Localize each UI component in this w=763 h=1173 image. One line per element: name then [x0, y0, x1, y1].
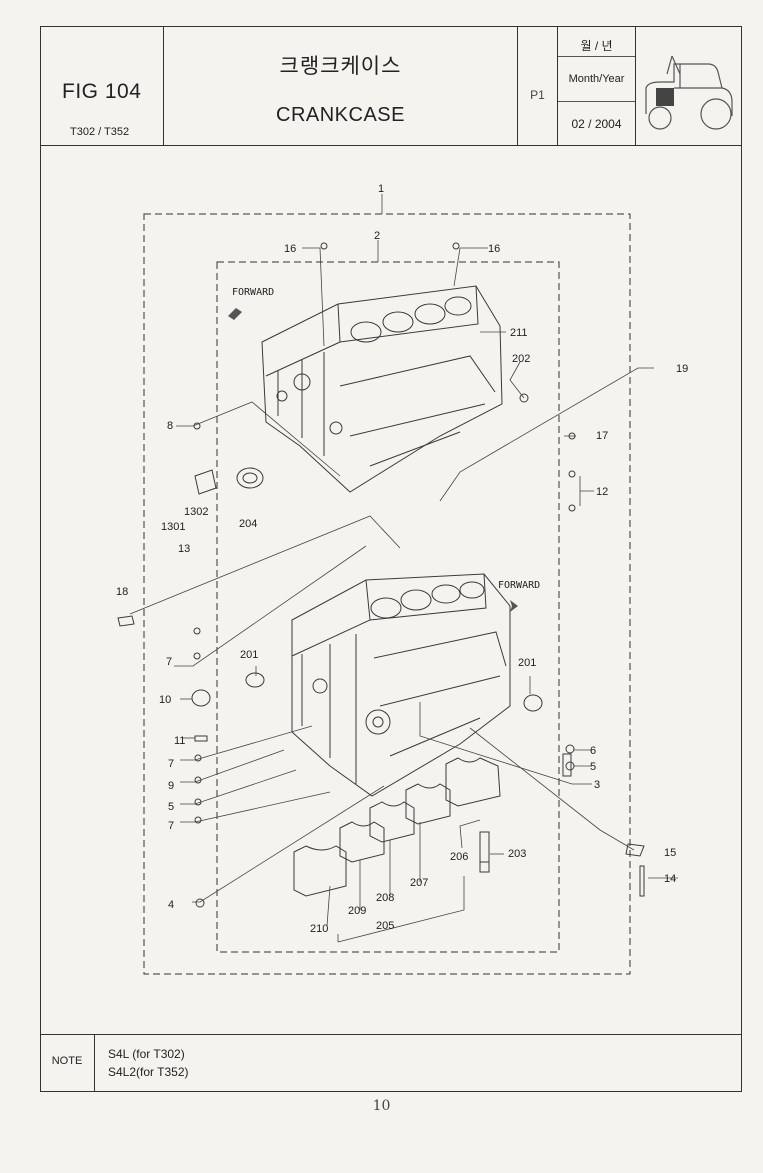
- callout: 15: [664, 847, 676, 859]
- callout: 206: [450, 851, 468, 863]
- sheet-page: P1: [530, 88, 545, 102]
- callout: 1301: [161, 521, 185, 533]
- page-frame: [40, 26, 742, 1092]
- callout: 2: [374, 230, 380, 242]
- bearing-caps: [293, 757, 501, 897]
- part-callouts: 1 2 16 16 211 202 19 8 17 12 1302 1301 1…: [116, 183, 688, 935]
- callout: 205: [376, 920, 394, 932]
- callout: 208: [376, 892, 394, 904]
- lower-crankcase-block: [291, 573, 511, 797]
- svg-text:FORWARD: FORWARD: [498, 580, 540, 591]
- callout: 201: [518, 657, 536, 669]
- callout: 6: [590, 745, 596, 757]
- callout: 12: [596, 486, 608, 498]
- date-label-korean: 월 / 년: [580, 39, 613, 53]
- tractor-icon: [645, 55, 733, 130]
- svg-text:FORWARD: FORWARD: [232, 287, 274, 298]
- crankcase-exploded-view: FORWARD FORWARD 1 2 16 16 211 202 19 8 1…: [116, 183, 688, 975]
- callout: 19: [676, 363, 688, 375]
- title-block: FIG 104 T302 / T352 크랭크케이스 CRANKCASE P1 …: [40, 26, 742, 146]
- title-korean: 크랭크케이스: [279, 55, 402, 78]
- upper-crankcase-block: [261, 285, 503, 493]
- figure-number: FIG 104: [62, 80, 142, 103]
- callout: 210: [310, 923, 328, 935]
- callout: 16: [488, 243, 500, 255]
- callout: 5: [590, 761, 596, 773]
- date-cell: 월 / 년 Month/Year 02 / 2004: [558, 26, 636, 145]
- forward-marker-lower: FORWARD: [498, 580, 540, 612]
- engine-highlight: [656, 88, 674, 106]
- callout: 16: [284, 243, 296, 255]
- title-cell: 크랭크케이스 CRANKCASE: [164, 26, 518, 145]
- callout: 8: [167, 420, 173, 432]
- callout: 9: [168, 780, 174, 792]
- assembly-boundaries: [143, 213, 631, 975]
- callout: 7: [168, 820, 174, 832]
- small-parts: [117, 242, 645, 908]
- callout: 13: [178, 543, 190, 555]
- callout: 10: [159, 694, 171, 706]
- page-number: 10: [372, 1098, 391, 1114]
- note-label: NOTE: [40, 1035, 95, 1092]
- callout: 207: [410, 877, 428, 889]
- callout: 1: [378, 183, 384, 195]
- callout: 4: [168, 899, 174, 911]
- callout: 7: [168, 758, 174, 770]
- page-cell: P1: [518, 26, 558, 145]
- callout: 11: [174, 735, 185, 747]
- callout: 3: [594, 779, 600, 791]
- callout: 17: [596, 430, 608, 442]
- callout: 211: [510, 327, 528, 339]
- revision-date: 02 / 2004: [571, 117, 622, 131]
- callout: 202: [512, 353, 530, 365]
- note-line: S4L (for T302): [108, 1047, 185, 1061]
- callout: 209: [348, 905, 366, 917]
- callout: 5: [168, 801, 174, 813]
- callout: 7: [166, 656, 172, 668]
- note-line: S4L2(for T352): [108, 1065, 189, 1079]
- callout: 203: [508, 848, 526, 860]
- callout: 18: [116, 586, 128, 598]
- notes-block: NOTE S4L (for T302) S4L2(for T352): [40, 1034, 742, 1092]
- tractor-cell: [636, 26, 742, 145]
- fig-cell: FIG 104 T302 / T352: [40, 26, 164, 145]
- leader-lines: [129, 194, 678, 943]
- callout: 1302: [184, 506, 208, 518]
- callout: 201: [240, 649, 258, 661]
- forward-marker-upper: FORWARD: [228, 287, 274, 320]
- exploded-diagram: FORWARD FORWARD 1 2 16 16 211 202 19 8 1…: [40, 146, 742, 1034]
- model-numbers: T302 / T352: [70, 126, 130, 138]
- date-label-english: Month/Year: [558, 56, 635, 102]
- callout: 14: [664, 873, 676, 885]
- title-english: CRANKCASE: [276, 104, 405, 126]
- callout: 204: [239, 518, 257, 530]
